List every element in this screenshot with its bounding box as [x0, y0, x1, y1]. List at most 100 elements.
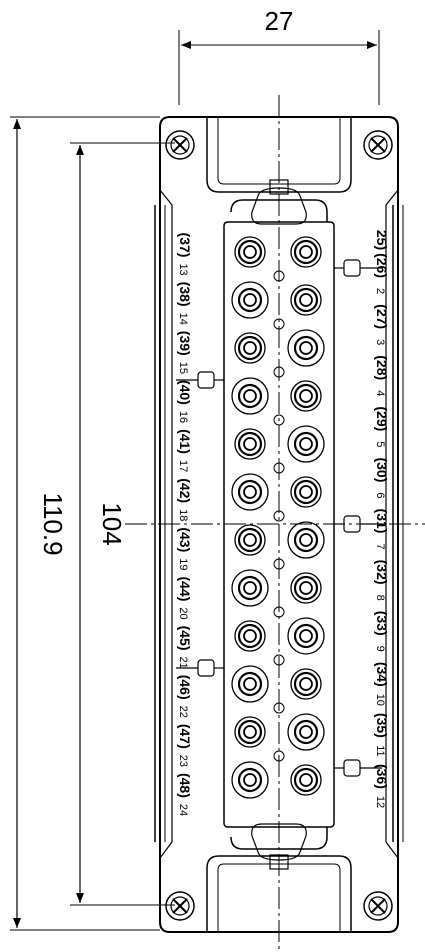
pin-label: (29) — [374, 406, 390, 431]
pin-label: 6 — [374, 492, 386, 498]
pin-label: (39) — [177, 331, 193, 356]
pin-label: 25) — [374, 230, 390, 250]
contact-pin — [287, 713, 325, 751]
center-marker — [273, 558, 285, 570]
pin-label: (28) — [374, 355, 390, 380]
center-marker — [273, 654, 285, 666]
contact-pin — [234, 428, 266, 460]
pin-label: (26) — [374, 253, 390, 278]
pin-label: (37) — [177, 233, 193, 258]
center-marker — [273, 318, 285, 330]
coding-clip — [334, 515, 382, 533]
contact-pin — [290, 380, 322, 412]
contact-pin — [231, 473, 269, 511]
insert-body — [223, 179, 335, 870]
pin-label: (47) — [177, 724, 193, 749]
contact-pin — [231, 377, 269, 415]
pin-label: 7 — [374, 543, 386, 549]
pin-label: (38) — [177, 282, 193, 307]
screw-icon — [363, 891, 393, 921]
pin-label: (35) — [374, 713, 390, 738]
pin-label: 16 — [177, 411, 189, 423]
screw-icon — [165, 891, 195, 921]
pin-label: 13 — [177, 263, 189, 275]
center-marker — [273, 366, 285, 378]
contact-pin — [234, 524, 266, 556]
center-marker — [273, 270, 285, 282]
contact-pin — [290, 572, 322, 604]
contact-pin — [290, 284, 322, 316]
pin-label: (34) — [374, 662, 390, 687]
contact-pin — [234, 620, 266, 652]
pin-label: 8 — [374, 595, 386, 601]
pin-label: 12 — [374, 796, 386, 808]
pin-label: (27) — [374, 304, 390, 329]
coding-clips — [176, 259, 382, 777]
contact-pin — [290, 668, 322, 700]
pin-label: 24 — [177, 804, 189, 816]
pin-label: 3 — [374, 339, 386, 345]
pin-label: 19 — [177, 558, 189, 570]
contact-pin — [231, 281, 269, 319]
contact-grid — [231, 236, 325, 799]
pin-label: 4 — [374, 390, 386, 396]
coding-clip — [176, 371, 224, 389]
center-marker — [273, 414, 285, 426]
center-marker — [273, 510, 285, 522]
pin-label: (43) — [177, 527, 193, 552]
pin-label: 17 — [177, 460, 189, 472]
pin-label: 21 — [177, 656, 189, 668]
contact-pin — [231, 569, 269, 607]
pin-label: (48) — [177, 773, 193, 798]
outer-length-dimension: 110.9 — [10, 116, 160, 931]
pin-label: (40) — [177, 380, 193, 405]
center-marker — [273, 462, 285, 474]
pin-label: (46) — [177, 675, 193, 700]
housing-outline — [154, 116, 404, 933]
pin-label: (42) — [177, 478, 193, 503]
pin-label: 18 — [177, 509, 189, 521]
pin-label: (44) — [177, 576, 193, 601]
pin-label: 22 — [177, 706, 189, 718]
pin-label: 20 — [177, 607, 189, 619]
pin-label: 5 — [374, 441, 386, 447]
contact-pin — [234, 236, 266, 268]
pin-label: 11 — [374, 745, 386, 756]
pin-label: 14 — [177, 313, 189, 325]
coding-clip — [334, 259, 382, 277]
coding-clip — [176, 659, 224, 677]
center-marker — [273, 702, 285, 714]
inner-length-dimension: 104 — [70, 142, 175, 906]
contact-pin — [231, 761, 269, 799]
pin-labels-left: (37) 13 (38) 14 (39) 15 (40) 16 (41) 17 (42) 18 (43)… — [177, 233, 193, 817]
pin-label: 9 — [374, 646, 386, 652]
coding-clip — [334, 759, 382, 777]
contact-pin — [290, 236, 322, 268]
center-marker — [273, 750, 285, 762]
pin-label: (33) — [374, 611, 390, 636]
pin-label: (32) — [374, 560, 390, 585]
width-dimension: 27 — [178, 6, 380, 105]
width-dimension-label: 27 — [265, 6, 294, 36]
pin-label: (36) — [374, 764, 390, 789]
inner-length-label: 104 — [97, 502, 127, 545]
pin-label: (41) — [177, 429, 193, 454]
contact-pin — [290, 476, 322, 508]
contact-pin — [287, 425, 325, 463]
pin-label: 10 — [374, 694, 386, 706]
contact-pin — [290, 764, 322, 796]
pin-label: 15 — [177, 362, 189, 374]
pin-labels-right: 25)(26)2(27)3(28)4(29)5(30)6(31)7(32)8(3… — [374, 230, 390, 808]
contact-pin — [287, 521, 325, 559]
contact-pin — [231, 665, 269, 703]
pin-label: (31) — [374, 509, 390, 534]
screw-icon — [363, 130, 393, 160]
corner-screws — [165, 130, 393, 921]
contact-pin — [234, 716, 266, 748]
pin-label: (45) — [177, 626, 193, 651]
outer-length-label: 110.9 — [38, 492, 68, 555]
screw-icon — [165, 130, 195, 160]
center-marker — [273, 606, 285, 618]
pin-label: (30) — [374, 457, 390, 482]
